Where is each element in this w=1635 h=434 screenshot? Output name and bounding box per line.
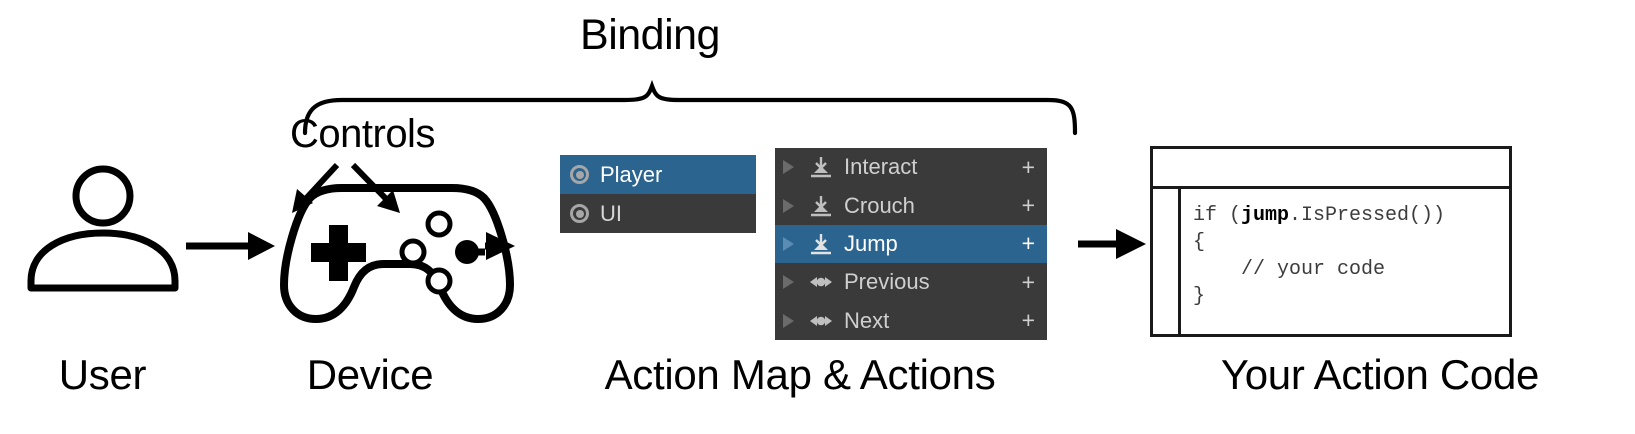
code-line-1-pre: if ( — [1193, 204, 1242, 227]
axis-action-icon — [810, 277, 832, 288]
user-person-icon — [27, 165, 179, 292]
code-text[interactable]: if (jump.IsPressed()) { // your code } — [1181, 189, 1509, 334]
caption-user: User — [58, 351, 147, 398]
code-line-1: if (jump.IsPressed()) — [1193, 204, 1445, 227]
arrow-right-icon-3 — [1078, 229, 1146, 259]
code-line-1-bold: jump — [1241, 204, 1290, 227]
button-action-icon — [811, 157, 831, 178]
button-action-icon — [811, 195, 831, 216]
action-row-next[interactable]: Next + — [775, 302, 1047, 340]
chevron-right-icon[interactable] — [783, 313, 794, 328]
action-map-label: UI — [600, 200, 622, 226]
axis-action-icon — [810, 315, 832, 326]
action-row-crouch[interactable]: Crouch + — [775, 186, 1047, 224]
code-window-titlebar — [1153, 149, 1509, 189]
chevron-right-icon[interactable] — [783, 236, 794, 251]
binding-label: Binding — [580, 11, 720, 59]
radio-button-icon — [570, 165, 589, 184]
action-map-row-ui[interactable]: UI — [560, 194, 756, 233]
curly-brace-icon — [302, 79, 1078, 136]
code-window: if (jump.IsPressed()) { // your code } — [1150, 146, 1512, 337]
add-binding-button[interactable]: + — [1021, 192, 1035, 219]
chevron-right-icon[interactable] — [783, 160, 794, 175]
action-label: Crouch — [844, 192, 915, 218]
add-binding-button[interactable]: + — [1021, 307, 1035, 334]
action-label: Next — [844, 307, 890, 333]
chevron-right-icon[interactable] — [783, 275, 794, 290]
actions-panel: Interact + Crouch + Jump + — [775, 148, 1047, 340]
chevron-right-icon[interactable] — [783, 198, 794, 213]
action-map-label: Player — [600, 161, 663, 187]
caption-your-action-code: Your Action Code — [1220, 351, 1540, 398]
add-binding-button[interactable]: + — [1021, 153, 1035, 180]
radio-button-icon — [570, 204, 589, 223]
arrow-right-icon-1 — [186, 232, 275, 260]
code-gutter — [1153, 189, 1181, 334]
add-binding-button[interactable]: + — [1021, 230, 1035, 257]
button-action-icon — [811, 233, 831, 255]
action-label: Previous — [844, 269, 930, 295]
action-map-row-player[interactable]: Player — [560, 155, 756, 194]
action-row-jump[interactable]: Jump + — [775, 224, 1047, 264]
caption-device: Device — [306, 351, 434, 398]
code-window-body: if (jump.IsPressed()) { // your code } — [1153, 189, 1509, 334]
action-row-interact[interactable]: Interact + — [775, 148, 1047, 186]
gamepad-controller-icon — [280, 184, 514, 323]
controls-label: Controls — [290, 112, 435, 156]
action-row-previous[interactable]: Previous + — [775, 263, 1047, 301]
code-line-3: // your code — [1193, 258, 1386, 281]
action-label: Jump — [844, 230, 898, 256]
control-pointer-arrows — [292, 162, 400, 213]
action-label: Interact — [844, 154, 918, 180]
code-line-2: { — [1193, 231, 1206, 254]
caption-action-map: Action Map & Actions — [604, 351, 996, 398]
code-line-1-post: .IsPressed()) — [1289, 204, 1446, 227]
add-binding-button[interactable]: + — [1021, 268, 1035, 295]
arrow-right-icon-2 — [467, 232, 515, 260]
action-map-panel: Player UI — [560, 155, 756, 233]
code-line-4: } — [1193, 285, 1206, 308]
